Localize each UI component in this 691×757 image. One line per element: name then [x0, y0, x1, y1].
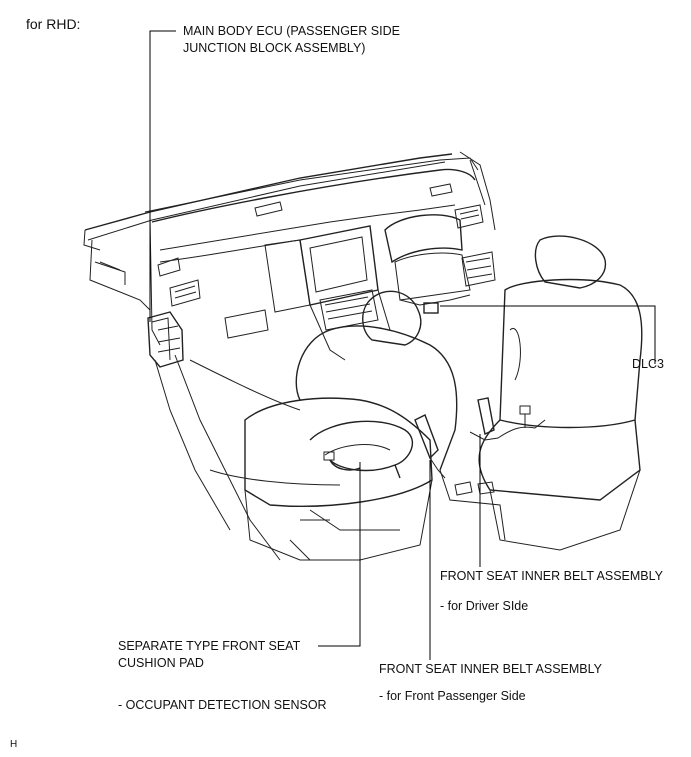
passenger-seat: [244, 290, 458, 561]
driver-buckle: [469, 397, 546, 441]
main-body-ecu-label-line1: MAIN BODY ECU (PASSENGER SIDE: [183, 24, 400, 38]
cushion-pad-label-line2: CUSHION PAD: [118, 656, 204, 670]
air-vents: [157, 183, 484, 307]
callout-leaders: [149, 30, 656, 660]
floor-outline: [154, 354, 341, 561]
passenger-belt-note: - for Front Passenger Side: [379, 689, 526, 703]
driver-belt-note: - for Driver SIde: [440, 599, 529, 613]
center-console: [224, 214, 496, 361]
driver-seat: [478, 235, 643, 551]
cushion-pad-label-line1: SEPARATE TYPE FRONT SEAT: [118, 639, 301, 653]
passenger-belt-label: FRONT SEAT INNER BELT ASSEMBLY: [379, 662, 602, 676]
main-body-ecu-label: MAIN BODY ECU (PASSENGER SIDE JUNCTION B…: [183, 23, 400, 57]
passenger-buckle: [414, 414, 446, 479]
cushion-pad-label: SEPARATE TYPE FRONT SEAT CUSHION PAD: [118, 638, 300, 672]
dlc3-connector: [423, 302, 439, 314]
dlc3-label: DLC3: [632, 357, 664, 371]
footer-mark: H: [10, 739, 18, 750]
main-body-ecu-module: [147, 311, 184, 368]
cushion-pad-note: - OCCUPANT DETECTION SENSOR: [118, 698, 327, 712]
config-label: for RHD:: [26, 16, 81, 32]
floor-console: [439, 469, 506, 541]
driver-belt-label: FRONT SEAT INNER BELT ASSEMBLY: [440, 569, 663, 583]
main-body-ecu-label-line2: JUNCTION BLOCK ASSEMBLY): [183, 41, 366, 55]
dashboard-outline: [83, 151, 496, 346]
